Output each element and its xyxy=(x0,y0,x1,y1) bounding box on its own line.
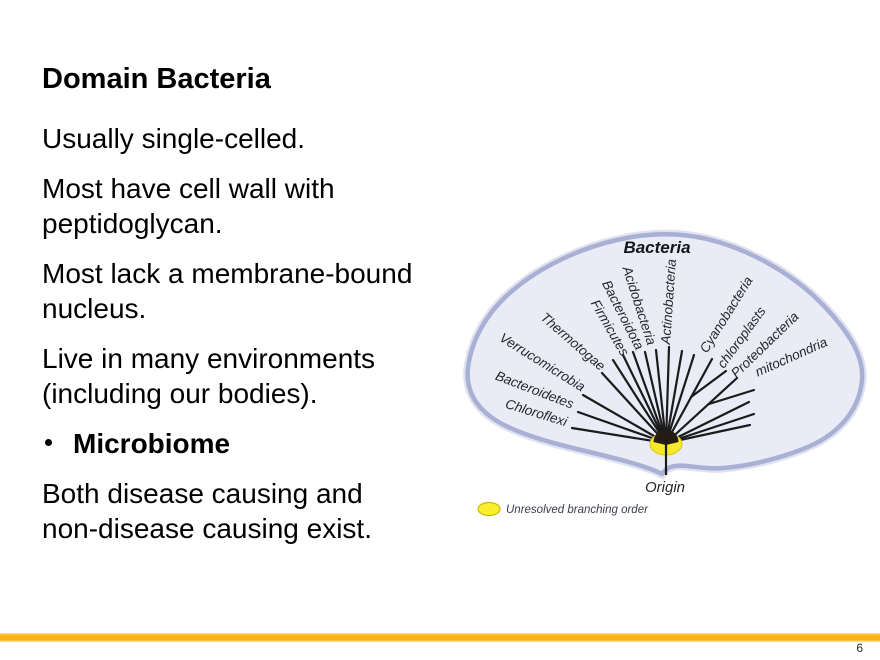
unresolved-branch-line xyxy=(654,348,668,445)
paragraph-text: Live in many environments (including our… xyxy=(42,343,376,409)
origin-label: Origin xyxy=(645,479,685,496)
footer-accent-bar xyxy=(0,633,880,642)
taxon-line-acidobacteria xyxy=(631,350,668,445)
slide-paragraph: Usually single-celled. xyxy=(42,121,444,156)
paragraph-text: Usually single-celled. xyxy=(42,123,306,154)
paragraph-text: Most have cell wall with peptidoglycan. xyxy=(42,173,335,239)
unresolved-branch-line xyxy=(664,353,696,445)
unresolved-branch-line xyxy=(643,350,668,445)
paragraph-text: Most lack a membrane-bound nucleus. xyxy=(42,258,413,324)
taxon-line-thermotogae xyxy=(600,371,668,445)
slide-paragraph: Both disease causing and non-disease cau… xyxy=(42,476,444,546)
slide-paragraph: Live in many environments (including our… xyxy=(42,341,444,411)
taxon-line-bacteroidota xyxy=(621,353,668,445)
legend-swatch xyxy=(477,501,501,517)
page-number: 6 xyxy=(856,641,863,655)
slide-paragraph: Most lack a membrane-bound nucleus. xyxy=(42,256,444,326)
taxon-line-proteobacteria xyxy=(664,376,739,445)
unresolved-branch-line xyxy=(664,400,751,445)
legend-label: Unresolved branching order xyxy=(506,504,649,516)
taxon-label-actinobacteria: Actinobacteria xyxy=(658,258,679,346)
slide-body-list: Usually single-celled. Most have cell wal… xyxy=(42,121,444,561)
unresolved-branch-line xyxy=(664,412,756,445)
taxon-line-bacteroidetes xyxy=(576,410,668,445)
taxon-line-firmicutes xyxy=(611,358,668,445)
hub-wedge xyxy=(653,429,679,445)
taxon-line-actinobacteria xyxy=(664,345,671,445)
taxon-line-chloroplasts xyxy=(689,369,728,399)
taxon-line-cyanobacteria xyxy=(664,357,714,445)
taxon-line-verrucomicrobia xyxy=(581,393,668,445)
fan-diagram-title: Bacteria xyxy=(623,238,690,257)
unresolved-branch-line xyxy=(664,349,684,445)
slide-paragraph: Most have cell wall with peptidoglycan. xyxy=(42,171,444,241)
paragraph-text: Microbiome xyxy=(73,428,231,459)
fan-shape xyxy=(465,232,865,477)
bacteria-fan-diagram: Bacteria Chloroflexi Bacteroidetes Verru… xyxy=(463,229,867,517)
paragraph-text: Both disease causing and non-disease cau… xyxy=(42,478,372,544)
slide-title: Domain Bacteria xyxy=(42,63,271,96)
slide-paragraph: Microbiome xyxy=(42,426,444,461)
taxon-line-mitochondria xyxy=(707,388,756,406)
bullet-dot-icon xyxy=(45,439,52,446)
